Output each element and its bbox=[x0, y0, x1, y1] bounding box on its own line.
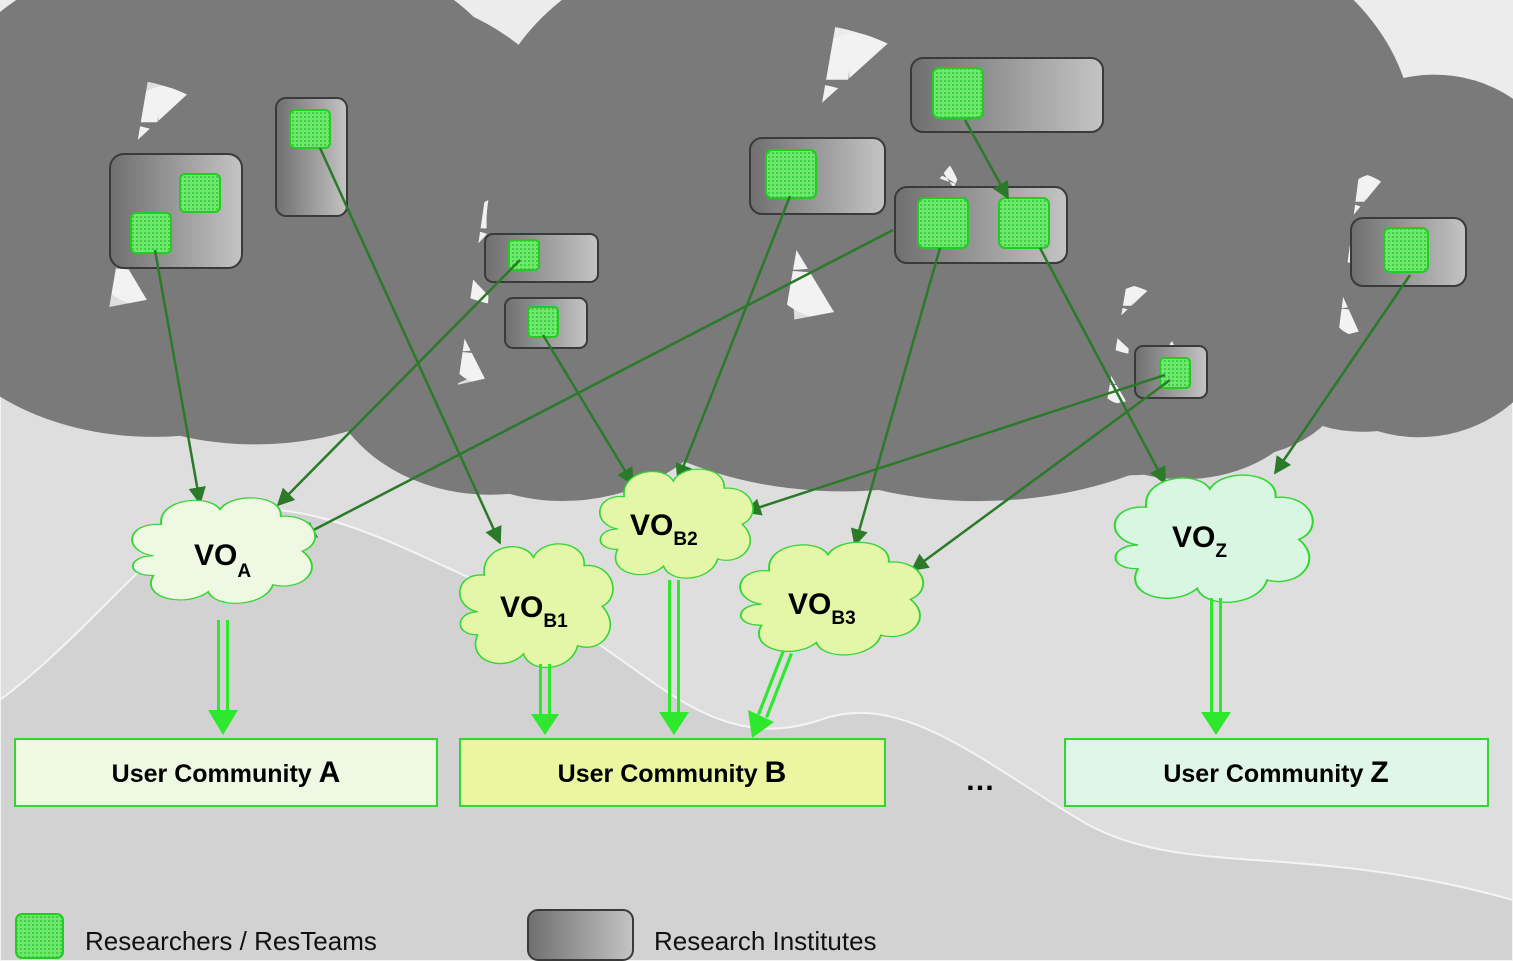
researcher-square bbox=[1383, 227, 1429, 273]
researcher-square bbox=[932, 67, 984, 119]
researcher-square bbox=[130, 212, 172, 254]
arrow bbox=[675, 195, 792, 482]
institute-box bbox=[484, 233, 599, 283]
vo-b1-label: VOB1 bbox=[500, 591, 568, 632]
arrow bbox=[541, 334, 635, 486]
arrow bbox=[743, 373, 1166, 516]
arrow bbox=[963, 119, 1010, 200]
user-community-b-label: User Community B bbox=[558, 756, 787, 789]
legend: Researchers / ResTeams Research Institut… bbox=[15, 909, 877, 961]
user-community-a-label: User Community A bbox=[112, 756, 341, 789]
arrow bbox=[153, 249, 206, 505]
vo-b3-cloud: VOB3 bbox=[740, 542, 923, 655]
researcher-square bbox=[527, 306, 559, 338]
user-community-a: User Community A bbox=[14, 738, 438, 807]
arrow-vo-b1-community-b bbox=[531, 664, 559, 735]
researcher-square bbox=[179, 173, 221, 213]
legend-researchers-label: Researchers / ResTeams bbox=[85, 926, 377, 956]
vo-b2-label: VOB2 bbox=[630, 509, 698, 550]
researcher-square bbox=[289, 109, 331, 149]
vo-z-cloud: VOZ bbox=[1115, 475, 1313, 602]
arrow bbox=[276, 259, 521, 507]
arrow bbox=[1273, 274, 1412, 475]
researchers bbox=[130, 67, 1429, 389]
vo-a-label: VOA bbox=[194, 539, 251, 582]
vo-b3-label: VOB3 bbox=[788, 588, 856, 629]
arrow bbox=[910, 378, 1171, 572]
institute-box bbox=[109, 153, 243, 269]
ellipsis: … bbox=[965, 764, 995, 797]
user-community-b: User Community B bbox=[459, 738, 886, 807]
researcher-square bbox=[765, 149, 817, 199]
vo-a-cloud: VOA bbox=[132, 498, 315, 603]
researcher-square bbox=[998, 197, 1050, 249]
legend-institutes-label: Research Institutes bbox=[654, 926, 877, 956]
arrow-vo-z-community-z bbox=[1201, 598, 1231, 735]
arrow bbox=[1038, 247, 1167, 485]
vo-b1-cloud: VOB1 bbox=[460, 544, 613, 668]
community-arrows bbox=[208, 580, 1231, 738]
arrow-vo-b3-community-b bbox=[748, 650, 793, 738]
vo-z-label: VOZ bbox=[1172, 521, 1227, 562]
vo-b2-cloud: VOB2 bbox=[600, 469, 753, 578]
arrow-vo-a-community-a bbox=[208, 620, 238, 735]
researcher-square bbox=[917, 197, 969, 249]
legend-institute-swatch bbox=[527, 909, 634, 961]
arrow-vo-b2-community-b bbox=[659, 580, 689, 735]
arrow bbox=[298, 228, 894, 539]
user-community-z-label: User Community Z bbox=[1163, 756, 1388, 789]
arrow bbox=[850, 247, 942, 547]
legend-researcher-swatch bbox=[15, 913, 64, 959]
arrow bbox=[318, 147, 502, 545]
user-community-z: User Community Z bbox=[1064, 738, 1489, 807]
membership-arrows bbox=[153, 119, 1412, 572]
